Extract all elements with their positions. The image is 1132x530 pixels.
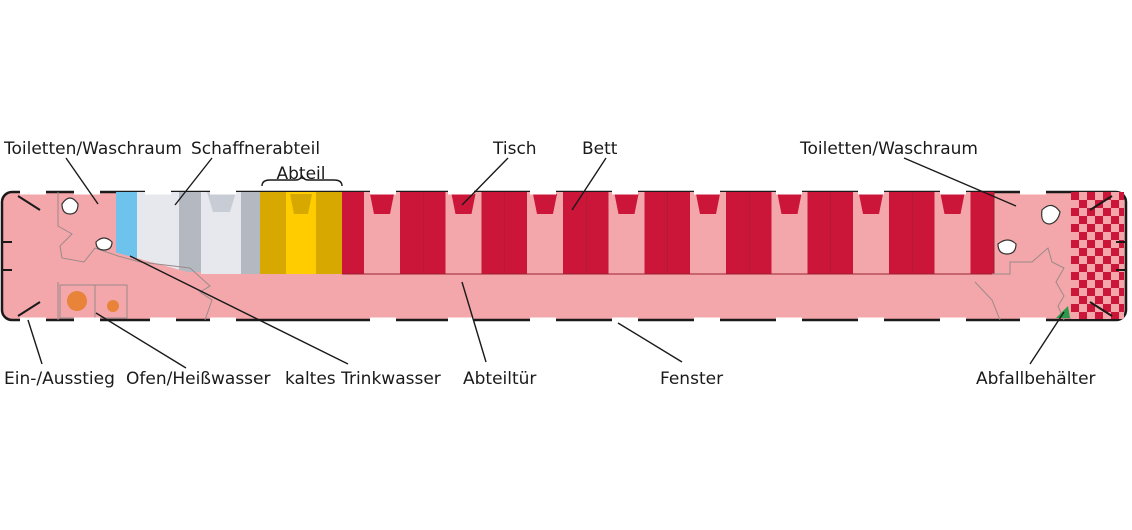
compartments bbox=[342, 192, 995, 275]
window bbox=[74, 317, 100, 323]
window bbox=[694, 189, 720, 195]
label-window: Fenster bbox=[660, 369, 723, 389]
window bbox=[776, 317, 802, 323]
bed bbox=[342, 192, 364, 274]
table bbox=[777, 194, 802, 214]
bed bbox=[563, 192, 587, 274]
waste-bin-icon bbox=[1056, 306, 1070, 318]
window bbox=[210, 317, 236, 323]
label-compartment-door: Abteiltür bbox=[463, 369, 536, 389]
window bbox=[530, 317, 556, 323]
table bbox=[696, 194, 720, 214]
window bbox=[858, 189, 884, 195]
window bbox=[370, 317, 396, 323]
label-bed: Bett bbox=[582, 139, 618, 159]
window bbox=[448, 189, 474, 195]
window bbox=[530, 189, 556, 195]
window bbox=[940, 189, 966, 195]
bed bbox=[668, 192, 690, 274]
bed bbox=[889, 192, 913, 274]
window bbox=[940, 317, 966, 323]
window bbox=[20, 189, 46, 195]
hot-water-icon bbox=[107, 300, 119, 312]
highlighted-compartment bbox=[260, 192, 342, 274]
table bbox=[859, 194, 883, 214]
window bbox=[776, 189, 802, 195]
door-markers bbox=[2, 195, 1126, 317]
bed bbox=[807, 192, 831, 274]
label-toilet-left: Toiletten/Waschraum bbox=[3, 139, 182, 159]
window bbox=[210, 189, 236, 195]
window bbox=[1020, 189, 1046, 195]
window bbox=[370, 189, 396, 195]
window bbox=[150, 317, 176, 323]
label-toilet-right: Toiletten/Waschraum bbox=[799, 139, 978, 159]
window bbox=[145, 189, 171, 195]
table bbox=[614, 194, 639, 214]
conductor-compartment bbox=[80, 192, 260, 292]
label-entrance: Ein-/Ausstieg bbox=[4, 369, 115, 389]
label-conductor-compartment: Schaffnerabteil bbox=[191, 139, 320, 159]
toilet-icon bbox=[61, 197, 79, 215]
sink-icon bbox=[997, 239, 1017, 255]
bed bbox=[831, 192, 853, 274]
bed bbox=[912, 192, 935, 274]
sink-icon bbox=[95, 237, 113, 251]
table bbox=[533, 194, 557, 214]
bed bbox=[505, 192, 527, 274]
table bbox=[940, 194, 965, 214]
window bbox=[694, 317, 720, 323]
bed bbox=[586, 192, 609, 274]
checkered-area bbox=[1071, 192, 1124, 319]
bed bbox=[726, 192, 750, 274]
window bbox=[448, 317, 474, 323]
bed bbox=[970, 192, 994, 274]
windows bbox=[20, 189, 1046, 323]
label-table: Tisch bbox=[492, 139, 537, 159]
window bbox=[612, 189, 638, 195]
labels: Toiletten/Waschraum Schaffnerabteil Abte… bbox=[3, 139, 1096, 389]
leader-lines bbox=[27, 157, 1065, 369]
cold-water-unit bbox=[116, 192, 137, 260]
bed bbox=[400, 192, 424, 274]
table bbox=[370, 194, 394, 214]
label-oven-hot-water: Ofen/Heißwasser bbox=[126, 369, 270, 389]
label-cold-water: kaltes Trinkwasser bbox=[285, 369, 441, 389]
window bbox=[20, 317, 46, 323]
window bbox=[74, 189, 100, 195]
bed bbox=[423, 192, 446, 274]
right-vestibule bbox=[974, 192, 1124, 321]
label-waste-bin: Abfallbehälter bbox=[976, 369, 1096, 389]
bed bbox=[481, 192, 505, 274]
toilet-icon bbox=[1041, 204, 1061, 225]
left-vestibule bbox=[57, 192, 213, 321]
label-compartment: Abteil bbox=[277, 164, 326, 184]
bed bbox=[644, 192, 668, 274]
window bbox=[1020, 317, 1046, 323]
window bbox=[858, 317, 884, 323]
bed bbox=[749, 192, 772, 274]
window bbox=[612, 317, 638, 323]
oven-icon bbox=[67, 291, 87, 311]
